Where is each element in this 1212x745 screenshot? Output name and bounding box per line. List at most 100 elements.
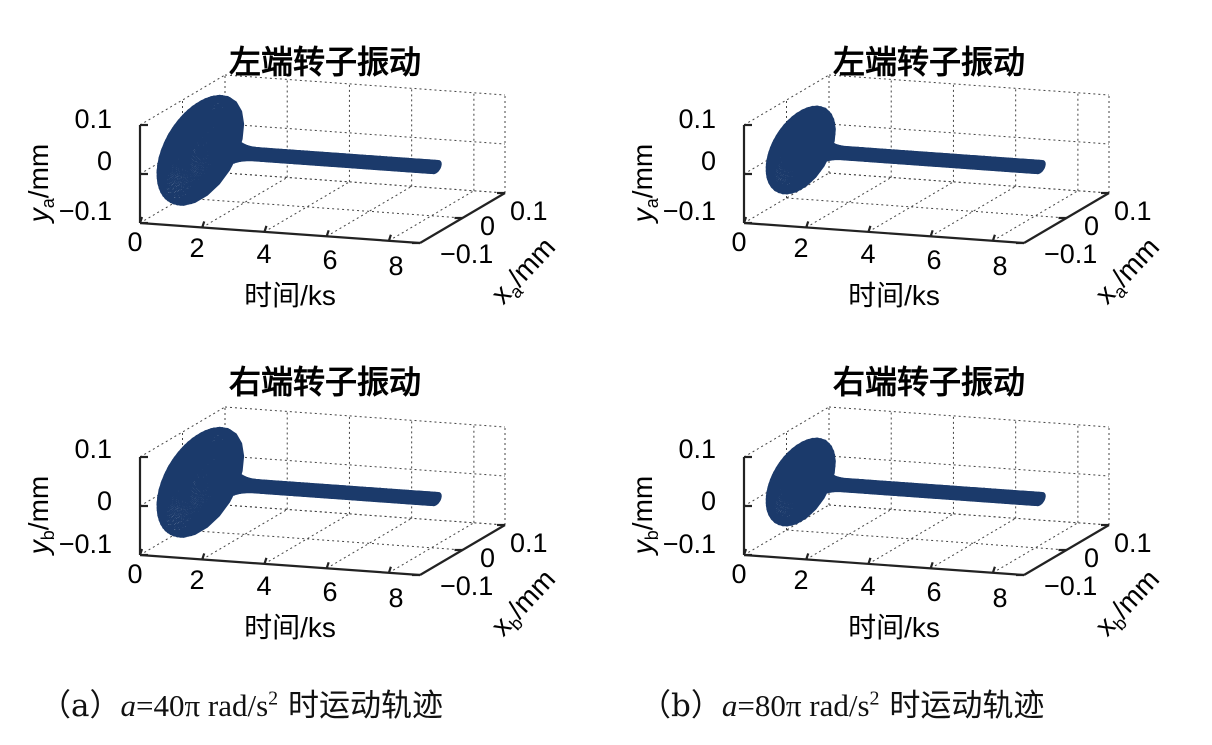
x-tick-label: 0 bbox=[731, 559, 746, 589]
caption-label: （a） bbox=[40, 688, 121, 724]
z-tick-label: 0.1 bbox=[1114, 528, 1152, 558]
axis-ticks: 0.1 0 −0.1 0 2 4 6 8 0.1 0 −0.1 bbox=[59, 104, 548, 281]
plot-title: 左端转子振动 bbox=[833, 43, 1025, 81]
grid-line bbox=[805, 509, 892, 560]
x-tick-label: 2 bbox=[793, 233, 808, 263]
grid-line bbox=[224, 74, 506, 96]
x-tick-label: 2 bbox=[793, 565, 808, 595]
grid-line bbox=[139, 455, 226, 507]
grid-line bbox=[224, 455, 506, 477]
y-tick-label: 0 bbox=[97, 486, 112, 516]
x-tick-label: 4 bbox=[256, 239, 271, 269]
grid-line bbox=[828, 504, 1110, 526]
y-axis-label: ya/mm bbox=[627, 144, 662, 224]
x-tick-label: 0 bbox=[127, 559, 142, 589]
axes-frame bbox=[138, 74, 506, 245]
y-axis-label: ya/mm bbox=[23, 144, 58, 224]
axes-frame bbox=[138, 406, 506, 577]
y-axis-label: yb/mm bbox=[627, 476, 662, 556]
z-tick-label: 0 bbox=[480, 211, 495, 241]
x-tick bbox=[325, 229, 330, 237]
caption-expression: =80π rad/s bbox=[737, 688, 870, 723]
grid-line bbox=[828, 455, 1110, 477]
x-tick bbox=[867, 557, 872, 565]
x-tick bbox=[387, 234, 392, 242]
z-axis-label: xa/mm bbox=[485, 231, 564, 312]
grid-line bbox=[805, 177, 892, 228]
z-tick-label: 0.1 bbox=[510, 196, 548, 226]
x-tick bbox=[805, 221, 810, 228]
grid-line bbox=[786, 197, 1067, 219]
x-axis-line bbox=[139, 553, 421, 577]
axis-ticks: 0.1 0 −0.1 0 2 4 6 8 0.1 0 −0.1 bbox=[59, 434, 548, 613]
x-tick-label: 6 bbox=[322, 245, 337, 275]
z-tick-label: −0.1 bbox=[1044, 239, 1097, 269]
z-axis-label: xb/mm bbox=[485, 563, 564, 644]
y-tick-label: −0.1 bbox=[663, 196, 716, 226]
grid-line bbox=[828, 172, 1110, 194]
caption-text: 时运动轨迹 bbox=[278, 688, 443, 724]
grid-line bbox=[201, 177, 288, 228]
caption-superscript: 2 bbox=[268, 687, 279, 710]
x-axis-line bbox=[743, 221, 1025, 245]
y-tick-label: 0 bbox=[701, 146, 716, 176]
figure-caption-a: （a）a=40π rad/s2 时运动轨迹 bbox=[40, 680, 443, 725]
caption-text: 时运动轨迹 bbox=[879, 688, 1045, 724]
grid-line bbox=[139, 406, 226, 458]
x-axis-label: 时间/ks bbox=[848, 612, 940, 643]
y-tick-label: 0.1 bbox=[74, 434, 112, 464]
grid-line bbox=[868, 513, 954, 565]
grid-line bbox=[388, 522, 475, 574]
x-tick bbox=[929, 561, 934, 569]
grid-line bbox=[264, 181, 350, 233]
x-tick-label: 0 bbox=[127, 227, 142, 257]
x-tick-label: 8 bbox=[992, 251, 1007, 281]
z-tick-label: 0 bbox=[1084, 543, 1099, 573]
grid-line bbox=[743, 504, 830, 556]
trajectory-line bbox=[765, 105, 1046, 195]
y-tick-label: −0.1 bbox=[663, 529, 716, 559]
x-tick-label: 4 bbox=[860, 571, 875, 601]
x-axis-line bbox=[743, 553, 1025, 577]
x-axis-line bbox=[139, 221, 421, 245]
grid-line bbox=[224, 406, 506, 428]
z-tick-label: 0 bbox=[480, 543, 495, 573]
x-axis-label: 时间/ks bbox=[848, 280, 940, 311]
x-tick bbox=[201, 221, 206, 228]
y-tick-label: 0.1 bbox=[678, 434, 716, 464]
grid-line bbox=[868, 181, 954, 233]
plot-title: 右端转子振动 bbox=[833, 363, 1025, 401]
x-tick-label: 4 bbox=[256, 571, 271, 601]
y-tick-label: −0.1 bbox=[59, 529, 112, 559]
grid-line bbox=[743, 172, 830, 224]
grid-line bbox=[743, 123, 830, 175]
grid-line bbox=[326, 517, 412, 569]
x-tick bbox=[867, 225, 872, 233]
trajectory bbox=[156, 426, 442, 538]
x-tick bbox=[991, 566, 996, 574]
y-tick-label: 0.1 bbox=[678, 104, 716, 134]
grid-line bbox=[786, 529, 1067, 551]
trajectory-line bbox=[156, 94, 442, 206]
x-tick-label: 2 bbox=[189, 233, 204, 263]
plot-title: 左端转子振动 bbox=[229, 43, 421, 81]
x-tick-label: 8 bbox=[992, 583, 1007, 613]
trajectory bbox=[156, 94, 442, 206]
y-axis-label: yb/mm bbox=[23, 476, 58, 556]
grid-line bbox=[182, 529, 463, 551]
plot-svg: 右端转子振动 0.1 0 −0.1 0 2 4 6 8 0.1 0 −0.1 时… bbox=[627, 363, 1165, 643]
grid-line bbox=[743, 455, 830, 507]
trajectory bbox=[765, 437, 1046, 527]
grid-line bbox=[264, 513, 350, 565]
plot-svg: 右端转子振动 0.1 0 −0.1 0 2 4 6 8 0.1 0 −0.1 时… bbox=[23, 363, 564, 644]
plot-panel-top-right: 左端转子振动 0.1 0 −0.1 0 2 4 6 8 0.1 0 −0.1 时… bbox=[604, 15, 1194, 350]
plot-panel-bottom-right: 右端转子振动 0.1 0 −0.1 0 2 4 6 8 0.1 0 −0.1 时… bbox=[604, 355, 1194, 690]
x-tick bbox=[991, 234, 996, 242]
y-tick-label: 0 bbox=[97, 146, 112, 176]
grid-line bbox=[224, 504, 506, 526]
grid-line bbox=[743, 406, 830, 458]
grid-line bbox=[139, 74, 226, 126]
z-tick-label: −0.1 bbox=[1044, 571, 1097, 601]
trajectory bbox=[765, 105, 1046, 195]
y-tick-label: −0.1 bbox=[59, 196, 112, 226]
